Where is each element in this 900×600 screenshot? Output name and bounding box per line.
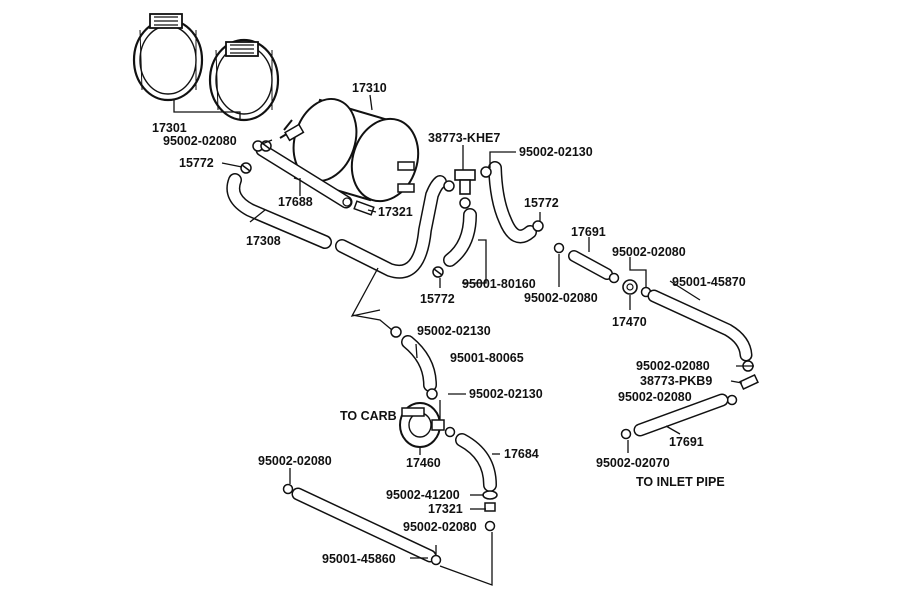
clip-95002-02130-mid bbox=[390, 326, 402, 338]
hose-95001-80160 bbox=[443, 208, 477, 267]
clip-15772-left bbox=[240, 162, 252, 174]
label-95002-02080-bottom-right: 95002-02080 bbox=[403, 520, 477, 534]
clip-95002-02130-top bbox=[480, 166, 492, 178]
label-17691-lower: 17691 bbox=[669, 435, 704, 449]
valve-17460 bbox=[399, 402, 445, 448]
hose-upper-right bbox=[488, 161, 537, 244]
tube-17308 bbox=[226, 173, 447, 279]
label-95002-02130-top: 95002-02130 bbox=[519, 145, 593, 159]
clip-15772-right bbox=[532, 220, 544, 232]
label-95002-41200: 95002-41200 bbox=[386, 488, 460, 502]
label-95002-02080-lower: 95002-02080 bbox=[618, 390, 692, 404]
clip-95002-41200 bbox=[482, 490, 498, 500]
tube-17691-upper bbox=[553, 242, 620, 284]
label-15772-left: 15772 bbox=[179, 156, 214, 170]
label-to-inlet-pipe: TO INLET PIPE bbox=[636, 475, 725, 489]
label-38773-khe7: 38773-KHE7 bbox=[428, 131, 500, 145]
label-95001-45870: 95001-45870 bbox=[672, 275, 746, 289]
label-17470: 17470 bbox=[612, 315, 647, 329]
clip-95002-02080-tube-end bbox=[430, 554, 442, 566]
label-to-carb: TO CARB bbox=[340, 409, 397, 423]
band-clamp-17301-left bbox=[132, 13, 204, 102]
hose-95001-80065 bbox=[401, 335, 437, 392]
clip-95002-02080-lower bbox=[726, 394, 738, 406]
clip-95002-02070 bbox=[620, 428, 632, 440]
tube-95001-45870 bbox=[647, 289, 753, 362]
tube-95001-45860 bbox=[291, 487, 437, 563]
label-95001-80160: 95001-80160 bbox=[462, 277, 536, 291]
hose-17684 bbox=[455, 433, 497, 492]
clip-95002-02080-bottom-left bbox=[282, 483, 294, 495]
tube-17691-lower bbox=[633, 393, 729, 437]
label-95002-02070: 95002-02070 bbox=[596, 456, 670, 470]
label-95001-80065: 95001-80065 bbox=[450, 351, 524, 365]
label-17460: 17460 bbox=[406, 456, 441, 470]
label-17308: 17308 bbox=[246, 234, 281, 248]
clip-95002-02130-low bbox=[426, 388, 438, 400]
clip-15772-bottom bbox=[432, 266, 444, 278]
fitting-38773-pkb9 bbox=[739, 373, 759, 391]
label-17688: 17688 bbox=[278, 195, 313, 209]
canister-17310 bbox=[279, 97, 420, 203]
clip-95002-02080-bottom-right bbox=[484, 520, 496, 532]
label-95002-02080-right: 95002-02080 bbox=[612, 245, 686, 259]
label-17691-upper: 17691 bbox=[571, 225, 606, 239]
label-17301: 17301 bbox=[152, 121, 187, 135]
label-17310: 17310 bbox=[352, 81, 387, 95]
check-valve-17321-bottom bbox=[484, 502, 496, 512]
tube-17688 bbox=[252, 140, 353, 209]
label-95002-02080-bottom-left: 95002-02080 bbox=[258, 454, 332, 468]
label-95001-45860: 95001-45860 bbox=[322, 552, 396, 566]
label-95002-02130-mid: 95002-02130 bbox=[417, 324, 491, 338]
leader-lines bbox=[173, 94, 754, 586]
label-15772-right: 15772 bbox=[524, 196, 559, 210]
label-38773-pkb9: 38773-PKB9 bbox=[640, 374, 712, 388]
part-labels: 17310 17301 95002-02080 15772 17688 1732… bbox=[152, 81, 746, 566]
clip-valve-right bbox=[444, 426, 456, 438]
valve-17470 bbox=[622, 279, 638, 295]
tee-38773-khe7 bbox=[443, 169, 476, 209]
label-17321-bottom: 17321 bbox=[428, 502, 463, 516]
label-15772-bottom: 15772 bbox=[420, 292, 455, 306]
label-17321-top: 17321 bbox=[378, 205, 413, 219]
label-17684: 17684 bbox=[504, 447, 539, 461]
label-95002-02130-low: 95002-02130 bbox=[469, 387, 543, 401]
label-95002-02080-left: 95002-02080 bbox=[524, 291, 598, 305]
label-95002-02080-top: 95002-02080 bbox=[163, 134, 237, 148]
band-clamp-17301-right bbox=[208, 38, 280, 122]
label-95002-02080-mid: 95002-02080 bbox=[636, 359, 710, 373]
